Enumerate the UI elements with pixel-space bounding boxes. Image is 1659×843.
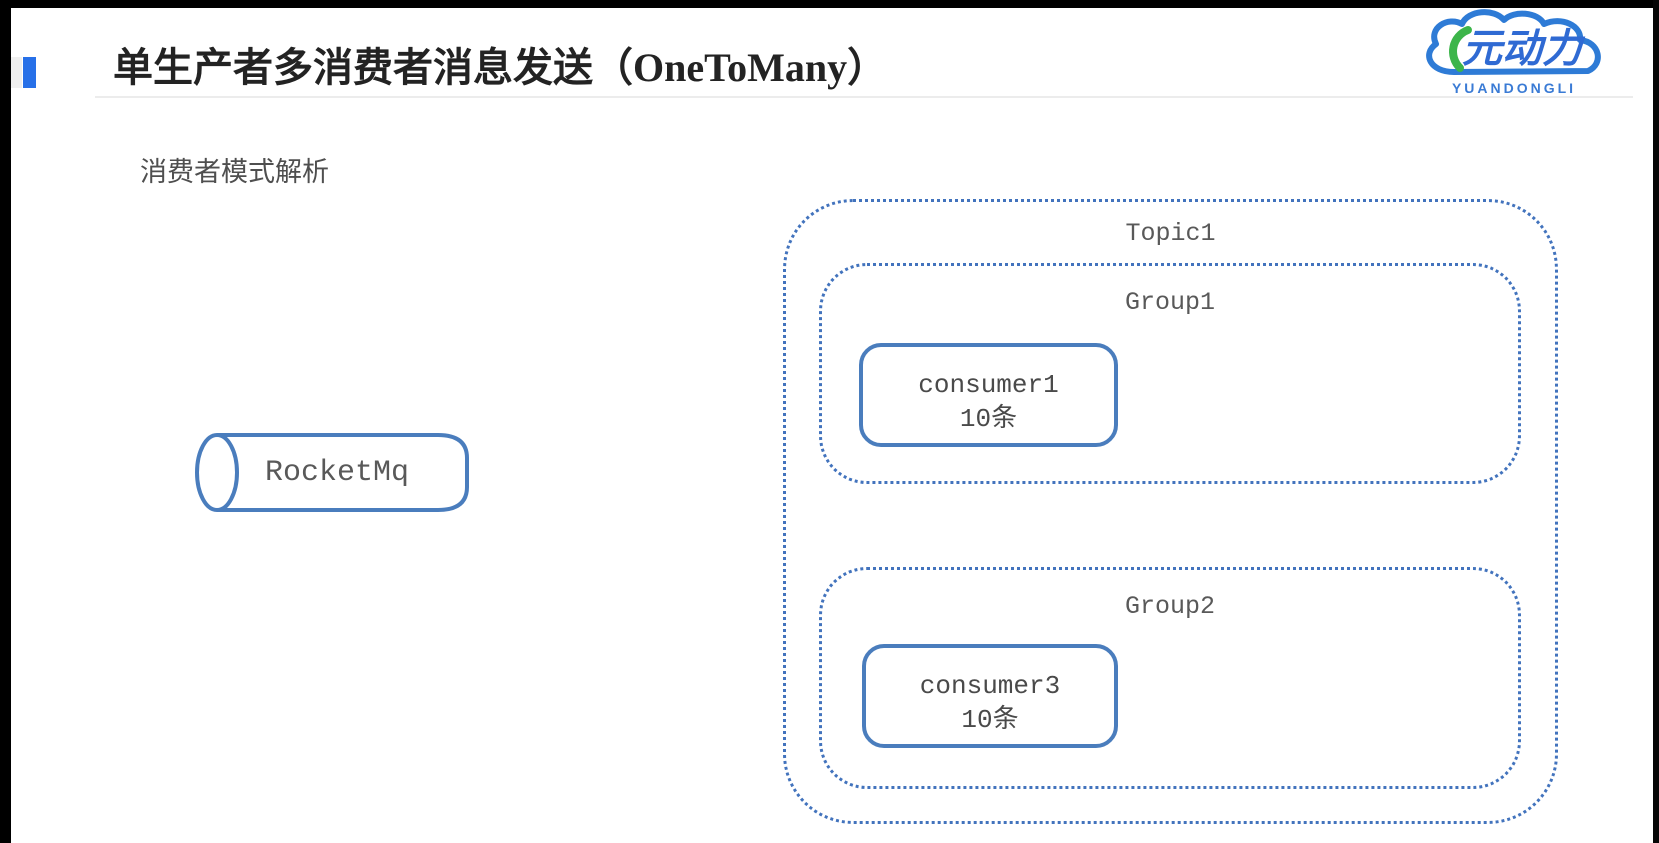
group1-label: Group1: [1124, 288, 1215, 317]
cloud-icon: 元动力: [1426, 9, 1601, 75]
consumer3-name: consumer3: [919, 671, 1061, 701]
topic-box: Topic1: [783, 199, 1558, 824]
group2-box: Group2: [819, 567, 1521, 789]
consumer3-count: 10条: [961, 705, 1019, 735]
group1-box: Group1: [819, 263, 1521, 484]
top-edge-bar: [0, 0, 1659, 8]
logo-cn-text: 元动力: [1462, 26, 1586, 71]
consumer1-box: consumer1 10条: [859, 343, 1118, 447]
group2-label: Group2: [1124, 592, 1215, 621]
consumer1-count: 10条: [959, 404, 1018, 434]
logo-en-text: YUANDONGLI: [1451, 80, 1577, 96]
page-title: 单生产者多消费者消息发送（OneToMany）: [113, 45, 888, 90]
rocketmq-cylinder-icon: [195, 433, 469, 512]
right-edge-bar: [1653, 0, 1659, 843]
brand-logo: 元动力 YUANDONGLI: [1398, 8, 1630, 104]
section-subtitle: 消费者模式解析: [140, 157, 329, 187]
consumer1-name: consumer1: [918, 370, 1059, 400]
title-divider: [95, 96, 1633, 98]
title-accent-gray: [11, 57, 22, 88]
title-accent-blue: [23, 57, 36, 88]
rocketmq-label: RocketMq: [264, 455, 410, 490]
consumer3-box: consumer3 10条: [862, 644, 1118, 748]
topic-label: Topic1: [1125, 219, 1216, 248]
left-edge-bar: [0, 0, 11, 843]
